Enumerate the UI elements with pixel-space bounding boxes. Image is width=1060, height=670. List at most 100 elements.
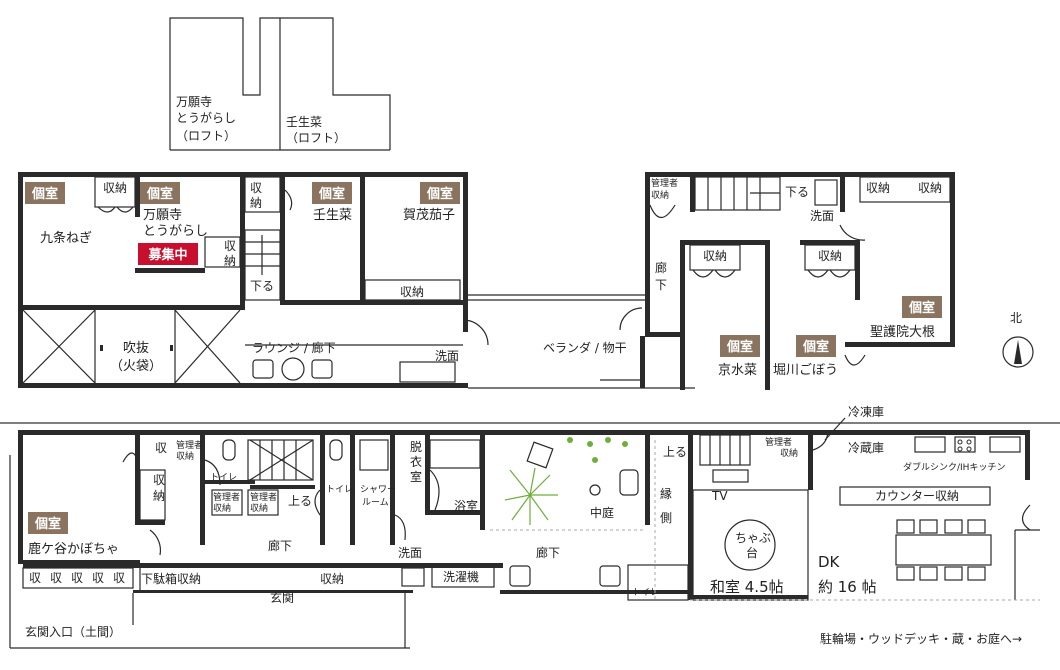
loft-mibuna-line1: 壬生菜 (286, 115, 322, 129)
loft-manganji-line1: 万願寺 (176, 95, 212, 109)
room-manganji-2: とうがらし (143, 224, 208, 239)
svg-text:個室: 個室 (726, 339, 753, 355)
tag-kamo: 個室 (420, 182, 460, 204)
svg-text:脱: 脱 (410, 439, 422, 454)
loft-level: 万願寺 とうがらし （ロフト） 壬生菜 （ロフト） (169, 17, 391, 151)
second-floor (18, 172, 1034, 390)
entrance-label: 玄関入口（土間） (25, 624, 121, 639)
washitsu-label: 和室 4.5帖 (710, 578, 784, 596)
svg-text:収納: 収納 (818, 249, 842, 263)
loft-mibuna-line2: （ロフト） (286, 131, 346, 145)
svg-text:浴室: 浴室 (454, 498, 478, 513)
svg-text:衣: 衣 (410, 454, 422, 469)
tag-horikawa: 個室 (796, 335, 836, 357)
tag-manganji: 個室 (140, 182, 180, 204)
room-manganji-1: 万願寺 (143, 208, 182, 223)
svg-text:約 16 帖: 約 16 帖 (818, 578, 877, 596)
svg-text:台: 台 (746, 545, 758, 560)
svg-text:管理者: 管理者 (176, 439, 203, 451)
svg-text:納: 納 (224, 254, 236, 268)
stairs-down-right: 下る (785, 185, 809, 199)
svg-text:個室: 個室 (318, 186, 345, 202)
veranda-label: ベランダ / 物干 (543, 340, 627, 355)
storage-kujo: 収納 (103, 181, 127, 195)
svg-text:室: 室 (410, 469, 422, 484)
svg-text:個室: 個室 (146, 186, 173, 202)
svg-text:個室: 個室 (34, 516, 61, 532)
room-shishigatani: 鹿ケ谷かぼちゃ (28, 541, 119, 557)
svg-text:収納: 収納 (651, 189, 669, 201)
svg-text:収納: 収納 (250, 502, 268, 514)
svg-text:収納: 収納 (703, 249, 727, 263)
recruiting-badge: 募集中 (138, 243, 198, 265)
svg-text:カウンター収納: カウンター収納 (875, 489, 959, 503)
svg-text:ルーム: ルーム (362, 497, 389, 508)
svg-text:収: 収 (250, 181, 262, 195)
stairs-down-left: 下る (250, 279, 274, 293)
outside-label: 駐輪場・ウッドデッキ・蔵・お庭へ→ (820, 631, 1022, 646)
svg-text:収: 収 (155, 441, 167, 455)
room-kyomizuna: 京水菜 (718, 363, 757, 378)
tv-label: TV (711, 489, 728, 503)
freezer-label: 冷凍庫 (848, 405, 884, 419)
svg-text:納: 納 (250, 196, 262, 210)
room-horikawa: 堀川ごぼう (773, 362, 838, 378)
svg-text:管理者: 管理者 (213, 491, 240, 503)
north-label: 北 (1010, 311, 1022, 325)
svg-text:募集中: 募集中 (147, 247, 187, 263)
storage-kamo: 収納 (400, 285, 424, 299)
svg-text:縁: 縁 (660, 486, 672, 501)
tag-shogoin: 個室 (902, 296, 942, 318)
svg-text:納: 納 (153, 489, 165, 503)
svg-text:管理者: 管理者 (765, 436, 792, 448)
shoebox-storage: 下駄箱収納 (141, 571, 201, 586)
svg-text:DK: DK (818, 553, 841, 571)
svg-text:トイレ: トイレ (326, 485, 353, 495)
svg-text:収納: 収納 (918, 181, 942, 195)
washer-label: 洗濯機 (443, 569, 479, 584)
room-shogoin: 聖護院大根 (870, 324, 935, 340)
tag-kyomizuna: 個室 (720, 335, 760, 357)
svg-text:収: 収 (29, 571, 41, 585)
lounge-label: ラウンジ / 廊下 (252, 340, 336, 355)
fukinuke-1: 吹抜 (123, 340, 149, 356)
loft-manganji-line2: とうがらし (176, 110, 236, 125)
svg-text:側: 側 (660, 511, 672, 525)
room-kamo-nasu: 賀茂茄子 (403, 208, 455, 223)
senmen-1f: 洗面 (398, 546, 422, 560)
first-floor (9, 429, 1040, 649)
svg-text:収納: 収納 (213, 502, 231, 514)
svg-text:トイレ: トイレ (632, 588, 659, 598)
svg-text:廊: 廊 (655, 260, 667, 275)
svg-text:収: 収 (71, 571, 83, 585)
tag-kujo: 個室 (25, 182, 65, 204)
svg-text:ちゃぶ: ちゃぶ (735, 531, 771, 545)
svg-text:ダブルシンク/IHキッチン: ダブルシンク/IHキッチン (903, 461, 1005, 473)
senmen-2f: 洗面 (435, 349, 459, 363)
svg-text:管理者: 管理者 (651, 177, 678, 189)
svg-text:中庭: 中庭 (590, 505, 614, 520)
svg-text:シャワー: シャワー (360, 485, 396, 495)
tag-shishigatani: 個室 (28, 512, 68, 534)
svg-text:収: 収 (153, 473, 165, 487)
courtyard-plant (504, 467, 558, 525)
svg-text:収納: 収納 (780, 447, 798, 459)
room-kujo-negi: 九条ねぎ (40, 230, 92, 246)
svg-text:収納: 収納 (866, 181, 890, 195)
fridge-label: 冷蔵庫 (848, 441, 884, 455)
svg-text:廊下: 廊下 (536, 545, 560, 560)
svg-text:下: 下 (655, 278, 667, 292)
stairs-up-left: 上る (288, 494, 312, 508)
svg-text:個室: 個室 (426, 186, 453, 202)
fukinuke-2: （火袋） (110, 359, 162, 374)
loft-manganji-line3: （ロフト） (176, 129, 236, 143)
svg-text:収納: 収納 (320, 572, 344, 586)
svg-text:収: 収 (92, 571, 104, 585)
stairs-up-right: 上る (663, 445, 687, 459)
senmen-2f-right: 洗面 (810, 209, 834, 223)
tag-mibuna: 個室 (312, 182, 352, 204)
genkan-label: 玄関 (270, 590, 294, 605)
svg-text:収: 収 (50, 571, 62, 585)
